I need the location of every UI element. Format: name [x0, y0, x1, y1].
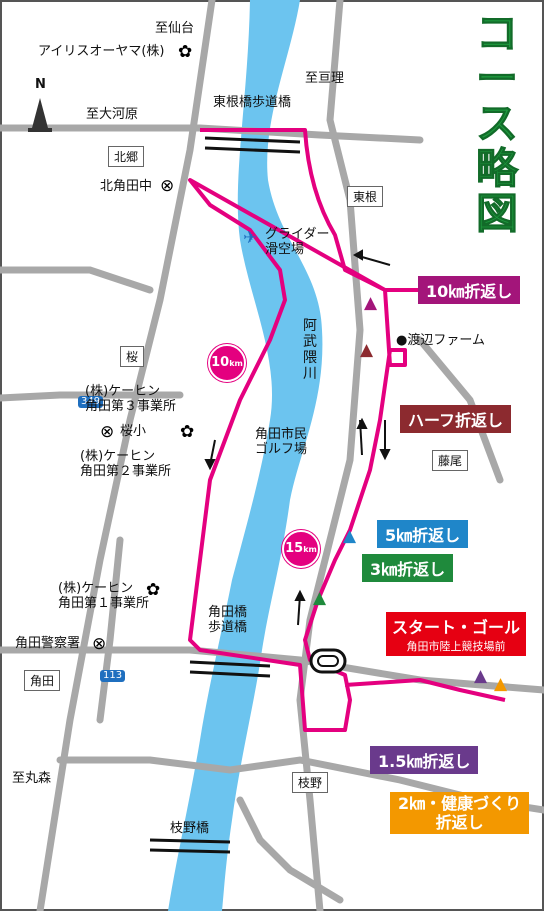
north-label: N: [35, 77, 46, 92]
district-higashine: 東根: [347, 186, 384, 207]
turn-1-5km-icon: ▲: [474, 666, 488, 686]
turn-3km-icon: ▲: [313, 588, 327, 608]
place-iris: アイリスオーヤマ(株): [38, 44, 165, 59]
place-kita-kakuda-jhs: 北角田中: [100, 179, 153, 194]
stadium-icon: [309, 648, 347, 674]
school-icon: ⊗: [100, 422, 115, 442]
district-sakura: 桜: [120, 346, 145, 367]
route-113-badge: 113: [100, 670, 126, 682]
place-watanabe-farm: ●渡辺ファーム: [396, 333, 485, 348]
turn-2km-health: 2㎞・健康づくり 折返し: [390, 792, 530, 835]
turn-10km-icon: ▲: [364, 293, 378, 313]
road-kakuda: [0, 646, 544, 694]
river-label: 阿 武 隈 川: [303, 318, 317, 383]
bridge-kakuda: 角田橋 歩道橋: [208, 605, 248, 635]
factory-icon: ✿: [178, 42, 193, 62]
school-icon: ⊗: [160, 176, 175, 196]
road-label-sendai: 至仙台: [155, 21, 195, 36]
race-course: [188, 128, 506, 732]
turn-5km-icon: ▲: [343, 526, 357, 546]
place-golf: 角田市民 ゴルフ場: [255, 427, 308, 457]
road-route-113: [96, 536, 124, 724]
factory-icon: ✿: [146, 580, 161, 600]
map-title: コース略図: [475, 9, 518, 238]
bridge-edano: 枝野橋: [170, 821, 210, 836]
turn-1-5km: 1.5㎞折返し: [370, 746, 479, 774]
road-route-349: [0, 391, 184, 402]
district-fujio: 藤尾: [432, 450, 469, 471]
police-icon: ⊗: [92, 634, 107, 654]
place-sakura-es: 桜小: [120, 424, 147, 439]
place-glider: グライダー 滑空場: [265, 227, 330, 257]
road-east: [296, 0, 364, 911]
glider-icon: ✈: [243, 228, 258, 248]
route-349-badge: 349: [78, 396, 104, 408]
turn-half: ハーフ折返し: [400, 405, 512, 433]
km10-marker: 10km: [208, 344, 246, 382]
place-keihin1: (株)ケーヒン 角田第１事業所: [58, 581, 150, 611]
turn-half-icon: ▲: [360, 340, 374, 360]
abukuma-river: [168, 0, 323, 911]
turn-5km: 5㎞折返し: [377, 520, 469, 548]
district-edano: 枝野: [292, 772, 329, 793]
district-kitago: 北郷: [108, 146, 145, 167]
road-label-watari: 至亘理: [305, 71, 345, 86]
turn-10km: 10㎞折返し: [418, 276, 521, 304]
start-goal: スタート・ゴール 角田市陸上競技場前: [386, 612, 527, 656]
turn-3km: 3㎞折返し: [362, 554, 454, 582]
bridge-higashine: 東根橋歩道橋: [213, 95, 292, 110]
road-label-marumori: 至丸森: [12, 771, 52, 786]
factory-icon: ✿: [180, 422, 195, 442]
north-arrow-icon: [28, 98, 52, 132]
road-west: [36, 0, 216, 911]
place-police: 角田警察署: [15, 636, 81, 651]
road-misc: [0, 266, 154, 294]
bridge-edano-mark: [149, 838, 231, 854]
bridge-kakuda-mark: [189, 660, 271, 678]
road-label-okawara: 至大河原: [86, 107, 139, 122]
turn-2km-icon: ▲: [494, 674, 508, 694]
bridge-higashine-mark: [204, 136, 301, 154]
km15-marker: 15km: [282, 530, 320, 568]
district-kakuda: 角田: [24, 670, 61, 691]
place-keihin2: (株)ケーヒン 角田第２事業所: [80, 449, 172, 479]
road-fujio: [416, 336, 504, 484]
road-edano: [236, 796, 344, 904]
place-keihin3: (株)ケーヒン 角田第３事業所: [85, 384, 177, 414]
